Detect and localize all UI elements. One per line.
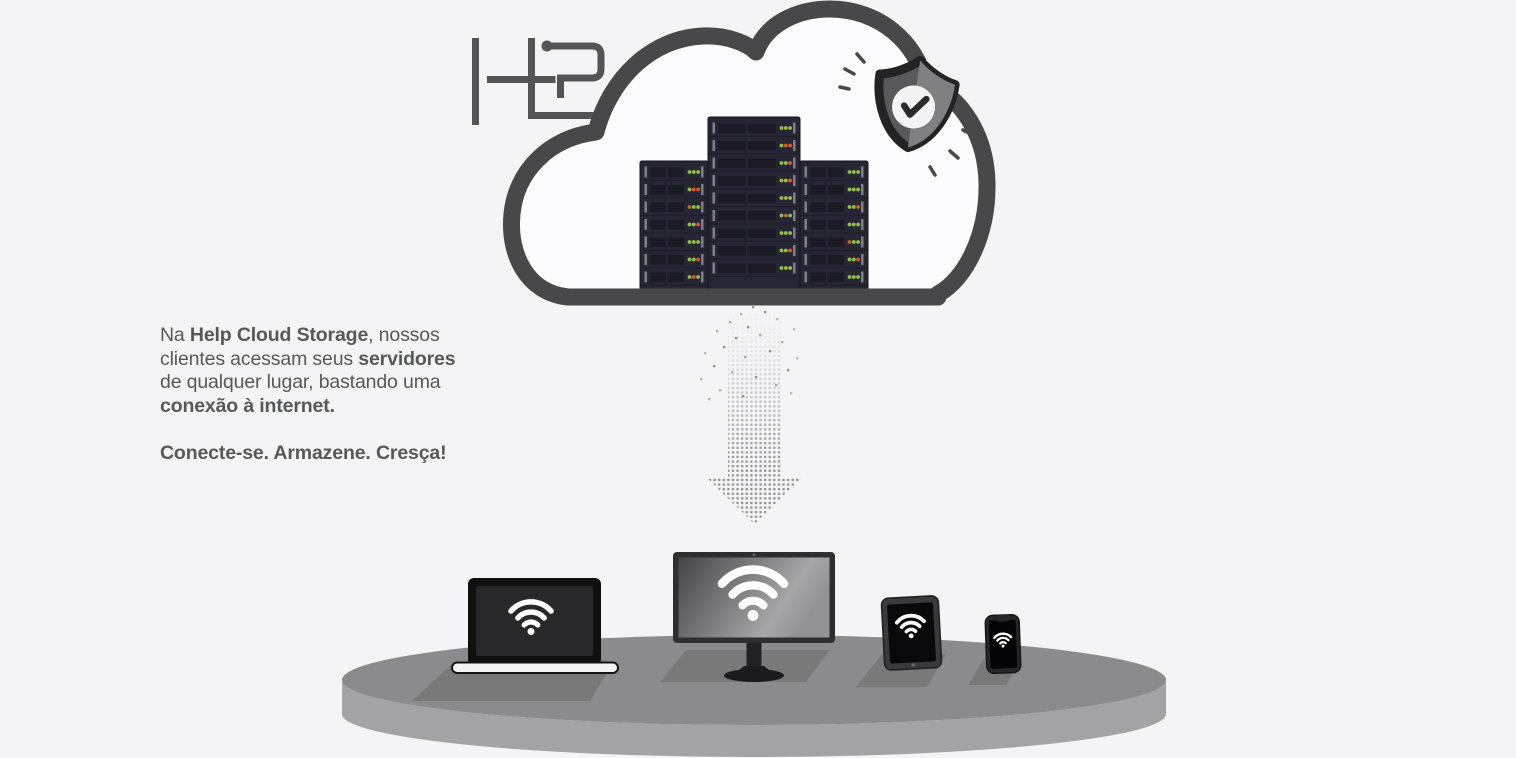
tablet bbox=[880, 595, 943, 671]
server-rack bbox=[707, 116, 801, 294]
smartphone bbox=[984, 613, 1022, 675]
laptop bbox=[451, 578, 619, 674]
server-rack bbox=[639, 160, 709, 294]
arrow-scatter-dots bbox=[700, 306, 799, 401]
monitor bbox=[673, 552, 835, 682]
download-arrow-icon bbox=[700, 306, 803, 524]
monitor-stand bbox=[746, 643, 762, 671]
help-logo bbox=[472, 38, 605, 125]
webcam-dot bbox=[752, 553, 756, 556]
home-button bbox=[911, 663, 915, 667]
phone-notch bbox=[995, 614, 1011, 622]
logo-node-dot bbox=[541, 40, 553, 52]
server-rack bbox=[799, 160, 869, 294]
server-racks bbox=[639, 116, 869, 294]
shield-sparkle-dashes bbox=[838, 52, 973, 177]
shield-check-icon bbox=[838, 52, 973, 177]
tagline-cta: Conecte-se. Armazene. Cresça! bbox=[160, 442, 447, 464]
